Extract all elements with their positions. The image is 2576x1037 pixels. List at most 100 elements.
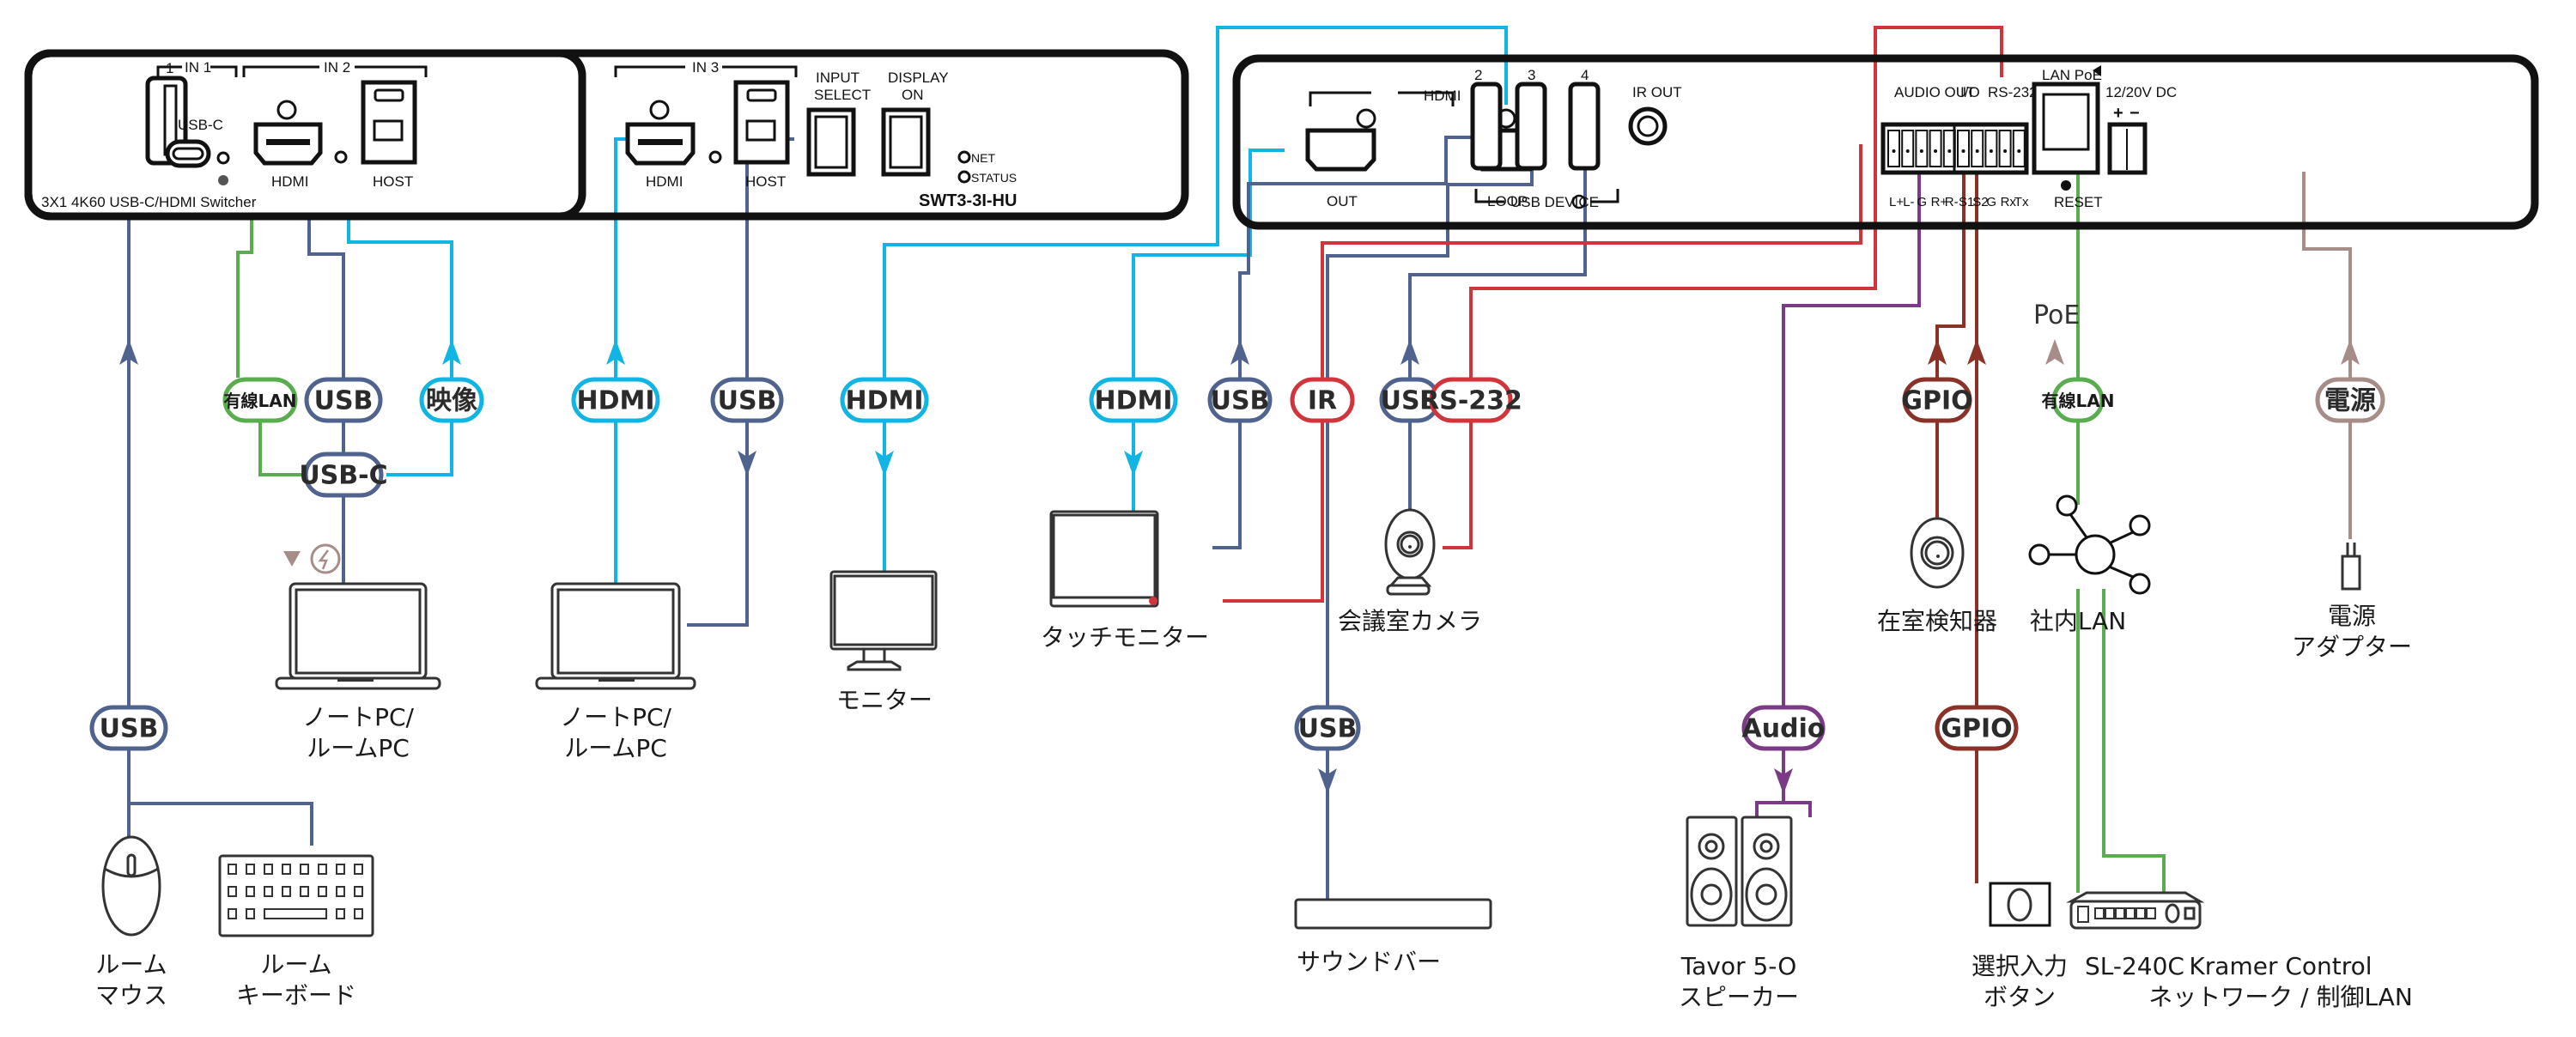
in2-host-label: HOST — [373, 173, 413, 190]
arrow-down-touch-hdmi — [1124, 451, 1143, 476]
wire-usbc-usb — [268, 165, 345, 586]
pill-label: HDMI — [1094, 386, 1172, 416]
keyboard-key — [264, 864, 273, 875]
device-labels: ノートPC/ルームPCノートPC/ルームPCモニタータッチモニター会議室カメラ在… — [95, 602, 2413, 1011]
pill-usb-soundbar: USB — [1294, 705, 1361, 751]
keyboard-key — [282, 886, 291, 897]
terminal-pin-dot — [1961, 149, 1965, 153]
device-label-speakers: Tavor 5-O — [1680, 952, 1796, 980]
terminal-pin-dot — [1989, 149, 1993, 153]
pill-label: USB — [718, 386, 777, 416]
device-label-monitor: モニター — [836, 686, 933, 714]
reset-label: RESET — [2054, 194, 2103, 210]
corporate-lan-icon — [2028, 494, 2151, 595]
rear-panel: HDMI OUT LOOP 2 3 4 USB DEVICE IR OUT AU… — [1232, 54, 2539, 230]
hdmi-screw-in3 — [649, 100, 670, 120]
wire-power — [2302, 172, 2352, 539]
keyboard-key — [246, 864, 255, 875]
wire-usb2-touch — [1212, 136, 1472, 549]
net-led — [957, 150, 971, 164]
usb-2-label: 2 — [1474, 67, 1482, 83]
speakers-icon — [1686, 816, 1793, 927]
terminal-pin-dot — [1919, 149, 1923, 153]
switcher-description: 3X1 4K60 USB-C/HDMI Switcher — [41, 194, 257, 210]
hdmi-out-port[interactable] — [1305, 128, 1376, 172]
device-label-camera: 会議室カメラ — [1338, 607, 1482, 635]
device-label-mouse: ルーム — [95, 950, 167, 979]
terminal-pin-dot — [2017, 149, 2021, 153]
input-select-label-2: SELECT — [814, 87, 871, 103]
usb-a-port-2[interactable] — [1470, 82, 1503, 171]
wire-loop-hdmi — [883, 26, 1508, 572]
switcher-model: SWT3-3I-HU — [919, 191, 1017, 210]
dc-label: 12/20V DC — [2105, 84, 2177, 100]
sl240c-key — [2125, 907, 2136, 919]
device-label-keyboard: キーボード — [236, 981, 356, 1010]
presence-sensor-icon — [1910, 517, 1965, 589]
arrow-up-poe — [2045, 339, 2064, 365]
usb-device-power-icon — [1571, 194, 1587, 209]
sl240c-key — [2094, 907, 2105, 919]
usb-c-inner — [172, 147, 204, 161]
in2-label: IN 2 — [324, 59, 350, 76]
in3-label: IN 3 — [692, 59, 719, 76]
terminal-pin-dot — [1934, 149, 1938, 153]
device-label-laptop1: ノートPC/ — [302, 703, 414, 731]
keyboard-key — [354, 886, 363, 897]
status-led-label: STATUS — [971, 171, 1017, 185]
poe-label: PoE — [2033, 300, 2080, 331]
ir-out-port[interactable] — [1628, 106, 1668, 146]
terminal-pin — [1971, 130, 1984, 167]
pill-video-usbc: 映像 — [419, 377, 484, 423]
device-label-power-adapter: アダプター — [2292, 633, 2412, 661]
pill-usbc: USB-C — [299, 452, 388, 498]
rear-panel-frame — [1232, 54, 2539, 230]
pill-border — [2051, 377, 2105, 423]
pill-border — [2315, 377, 2385, 423]
keyboard-key — [264, 886, 273, 897]
pill-ir-touch: IR — [1290, 377, 1355, 423]
keyboard-key — [282, 864, 291, 875]
pill-label: Audio — [1742, 714, 1826, 744]
pill-audio-speakers: Audio — [1741, 705, 1826, 751]
laptop-2-icon — [535, 582, 696, 690]
power-adapter-icon — [2341, 543, 2361, 591]
pill-label: USB — [1298, 714, 1358, 744]
devices — [101, 494, 2361, 937]
pill-border — [1290, 377, 1355, 423]
in2-bracket — [242, 65, 428, 77]
usb-a-port-4[interactable] — [1568, 82, 1601, 171]
host-port-in2[interactable] — [361, 80, 417, 165]
sl240c-icon — [2066, 891, 2205, 930]
keyboard-key — [300, 886, 309, 897]
pill-gpio-button: GPIO — [1935, 705, 2019, 751]
host-in2-detail — [374, 88, 404, 102]
sl240c-key — [2146, 907, 2156, 919]
in1-bracket — [156, 65, 238, 77]
reset-button[interactable] — [2061, 180, 2071, 191]
pill-border — [1902, 377, 1972, 423]
wire-rs232 — [1443, 26, 2003, 549]
switcher-front-panel: 1 IN 1 USB-C 3X1 4K60 USB-C/HDMI Switche… — [24, 49, 586, 221]
arrow-up-usb1 — [119, 339, 138, 365]
arrow-down-in3-usb — [738, 451, 756, 476]
arrows — [119, 339, 2360, 794]
hdmi-loop-label: LOOP — [1487, 193, 1528, 209]
keyboard-key — [300, 864, 309, 875]
terminal-pin-label: L- — [1903, 195, 1914, 209]
device-label-soundbar: サウンドバー — [1297, 948, 1441, 976]
audio-out-label: AUDIO OUT — [1894, 84, 1975, 100]
arrow-up-cam-usb — [1400, 339, 1419, 365]
terminal-pins — [1887, 130, 2026, 167]
host-in2-detail-2 — [373, 119, 404, 142]
pill-label: 電源 — [2324, 386, 2376, 416]
keyboard-key — [318, 886, 327, 897]
ir-out-label: IR OUT — [1632, 84, 1682, 100]
host-in3-detail-2 — [745, 119, 776, 142]
soundbar-icon — [1294, 898, 1492, 930]
display-on-label-1: DISPLAY — [888, 70, 949, 86]
device-label-speakers: スピーカー — [1679, 983, 1799, 1011]
usb-a-port-3[interactable] — [1515, 82, 1547, 171]
pill-label: 有線LAN — [2042, 391, 2115, 411]
